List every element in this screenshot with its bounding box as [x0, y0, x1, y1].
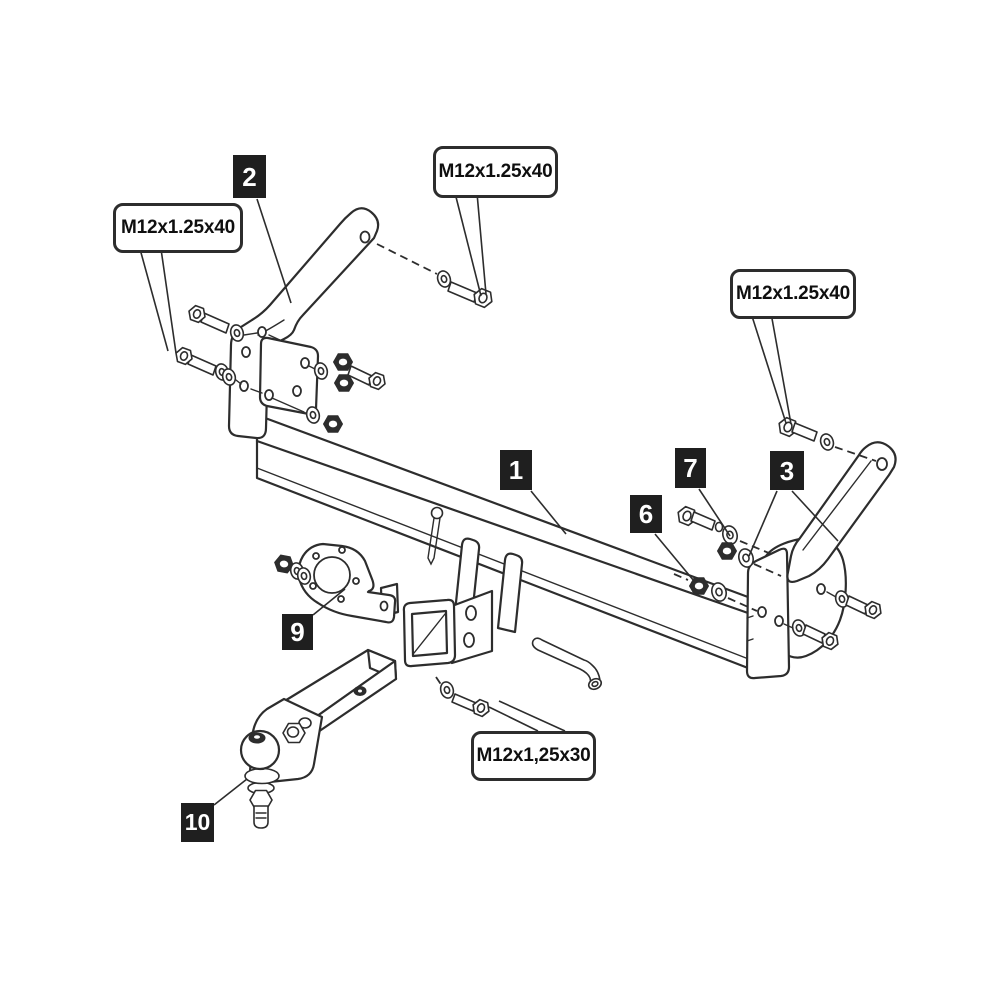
left-bracket — [227, 207, 380, 440]
part-marker-9: 9 — [282, 614, 313, 650]
hitch-pin — [531, 637, 603, 691]
linch-pin — [427, 506, 444, 566]
part-marker-7: 7 — [675, 448, 706, 488]
part-marker-2: 2 — [233, 155, 266, 198]
fasteners — [172, 268, 885, 719]
bolt-spec-callout-right: M12x1.25x40 — [730, 269, 856, 319]
part-marker-3: 3 — [770, 451, 804, 490]
socket-plate — [272, 542, 397, 624]
ball-mount — [239, 648, 398, 829]
part-marker-1: 1 — [500, 450, 532, 490]
part-marker-6: 6 — [630, 495, 662, 533]
bolt-spec-callout-top: M12x1.25x40 — [433, 146, 558, 198]
part-marker-10: 10 — [181, 803, 214, 842]
hitch-receiver — [379, 537, 524, 668]
leader-lines — [139, 192, 839, 806]
crossbar-beam — [255, 413, 750, 670]
assembly-dashed-lines — [376, 243, 877, 687]
bolt-spec-callout-left: M12x1.25x40 — [113, 203, 243, 253]
right-bracket — [745, 441, 897, 680]
bolt-spec-callout-bottom: M12x1,25x30 — [471, 731, 596, 781]
